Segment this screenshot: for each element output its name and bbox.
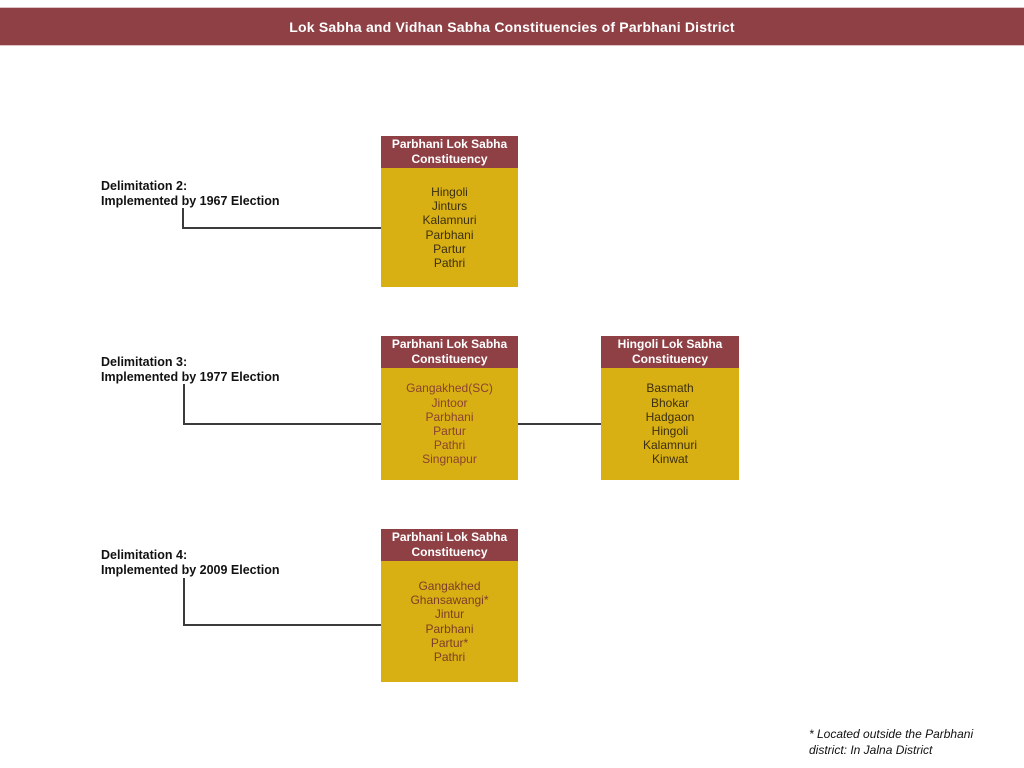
constituency-item: Hingoli [431,184,468,199]
constituency-item: Pathri [433,438,466,453]
constituency-box-hingoli-1977: Hingoli Lok Sabha Constituency Basmath B… [601,336,739,480]
section-label-delimitation-2: Delimitation 2: Implemented by 1967 Elec… [101,179,280,208]
constituency-item: Hadgaon [645,409,695,424]
box-header-line1: Parbhani Lok Sabha [391,137,508,151]
section-label-line1: Delimitation 2: [101,179,188,193]
footnote-line1: * Located outside the Parbhani [809,727,974,741]
constituency-item: Jinturs [431,199,468,214]
box-header-line2: Constituency [411,545,488,559]
constituency-item: Hingoli [651,424,689,438]
box-header-line2: Constituency [411,352,488,366]
constituency-item: Gangakhed [418,578,481,593]
title-bar: Lok Sabha and Vidhan Sabha Constituencie… [0,7,1024,46]
footnote-line2: district: In Jalna District [809,742,933,757]
constituency-item: Kinwat [651,452,689,467]
constituency-item: Gangakhed(SC) [406,381,493,396]
box-header-line1: Parbhani Lok Sabha [391,530,508,544]
constituency-item: Bhokar [650,395,690,410]
constituency-box-parbhani-2009: Parbhani Lok Sabha Constituency Gangakhe… [381,529,518,682]
constituency-box-header: Hingoli Lok Sabha Constituency [601,336,739,368]
constituency-item: Partur [433,424,466,438]
section-label-line2: Implemented by 1977 Election [101,369,280,384]
constituency-item: Parbhani [425,621,474,636]
section-label-line2: Implemented by 2009 Election [101,562,280,577]
page-title: Lok Sabha and Vidhan Sabha Constituencie… [289,18,735,35]
box-header-line1: Parbhani Lok Sabha [391,337,508,351]
constituency-item: Partur* [430,635,469,650]
footnote: * Located outside the Parbhani district:… [809,727,973,758]
constituency-item: Partur [433,241,466,256]
box-header-line2: Constituency [411,152,488,166]
constituency-box-parbhani-1967: Parbhani Lok Sabha Constituency Hingoli … [381,136,518,287]
constituency-item: Parbhani [425,409,474,424]
constituency-box-parbhani-1977: Parbhani Lok Sabha Constituency Gangakhe… [381,336,518,480]
constituency-item: Kalamnuri [422,213,477,228]
constituency-list: Basmath Bhokar Hadgaon Hingoli Kalamnuri… [601,368,739,480]
section-label-line2: Implemented by 1967 Election [101,193,280,208]
section-label-delimitation-4: Delimitation 4: Implemented by 2009 Elec… [101,548,280,577]
connector-line-horizontal [183,423,381,425]
section-label-line1: Delimitation 4: [101,548,188,562]
connector-line-vertical [183,384,185,425]
constituency-item: Jintur [434,607,465,622]
box-header-line2: Constituency [631,352,708,366]
constituency-list: Gangakhed(SC) Jintoor Parbhani Partur Pa… [381,368,518,480]
connector-line-horizontal [182,227,381,229]
box-header-line1: Hingoli Lok Sabha [617,337,723,351]
section-label-delimitation-3: Delimitation 3: Implemented by 1977 Elec… [101,355,280,384]
constituency-box-header: Parbhani Lok Sabha Constituency [381,336,518,368]
section-label-line1: Delimitation 3: [101,355,188,369]
connector-line-between-boxes [518,423,601,425]
constituency-item: Singnapur [422,452,477,467]
constituency-item: Pathri [433,649,466,664]
constituency-box-header: Parbhani Lok Sabha Constituency [381,529,518,561]
constituency-item: Kalamnuri [642,438,698,453]
constituency-box-header: Parbhani Lok Sabha Constituency [381,136,518,168]
constituency-item: Pathri [433,255,466,270]
constituency-item: Jintoor [431,395,468,410]
constituency-item: Ghansawangi* [410,593,489,608]
connector-line-vertical [183,578,185,626]
constituency-item: Basmath [646,381,694,396]
connector-line-vertical [182,208,184,229]
connector-line-horizontal [183,624,381,626]
constituency-list: Hingoli Jinturs Kalamnuri Parbhani Partu… [381,168,518,287]
constituency-list: Gangakhed Ghansawangi* Jintur Parbhani P… [381,561,518,682]
constituency-item: Parbhani [425,227,474,242]
